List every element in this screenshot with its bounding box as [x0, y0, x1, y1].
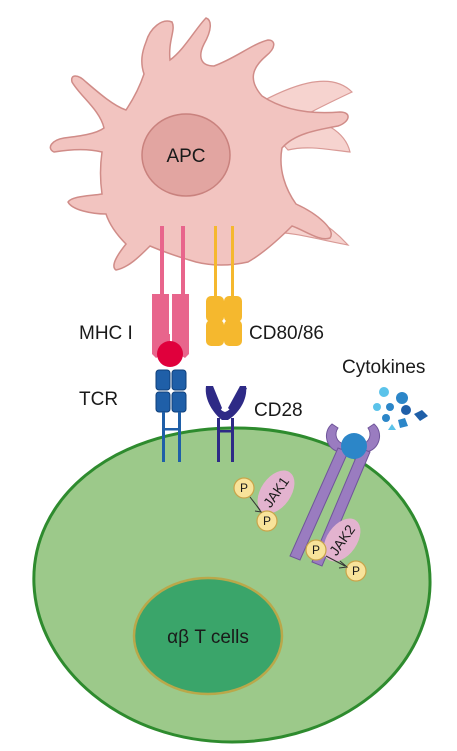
free-cytokines [373, 387, 428, 430]
mhc-i-molecule [152, 226, 189, 367]
cytokine-bound [341, 433, 367, 459]
mhc-label: MHC I [79, 323, 133, 344]
apc-cell: APC [49, 17, 354, 271]
phospho-groups: P P P P [233, 477, 367, 582]
cytokines-label: Cytokines [342, 357, 425, 378]
phospho-label-2: P [263, 514, 271, 528]
cd28-molecule [205, 386, 247, 462]
cd28-label: CD28 [254, 400, 303, 421]
phospho-label-4: P [352, 564, 360, 578]
apc-label: APC [166, 146, 205, 167]
phospho-label-1: P [240, 481, 248, 495]
t-cell: αβ T cells [32, 426, 432, 744]
apc-nucleus [141, 113, 231, 197]
cytokine-receptor [289, 423, 381, 567]
cd80-label: CD80/86 [249, 323, 324, 344]
tcr-molecule [155, 369, 187, 462]
tcr-label: TCR [79, 389, 118, 410]
t-cell-label: αβ T cells [167, 627, 249, 648]
t-cell-nucleus [132, 576, 284, 696]
phospho-label-3: P [312, 543, 320, 557]
cd80-86-molecule [206, 226, 242, 346]
peptide-antigen [157, 341, 183, 367]
